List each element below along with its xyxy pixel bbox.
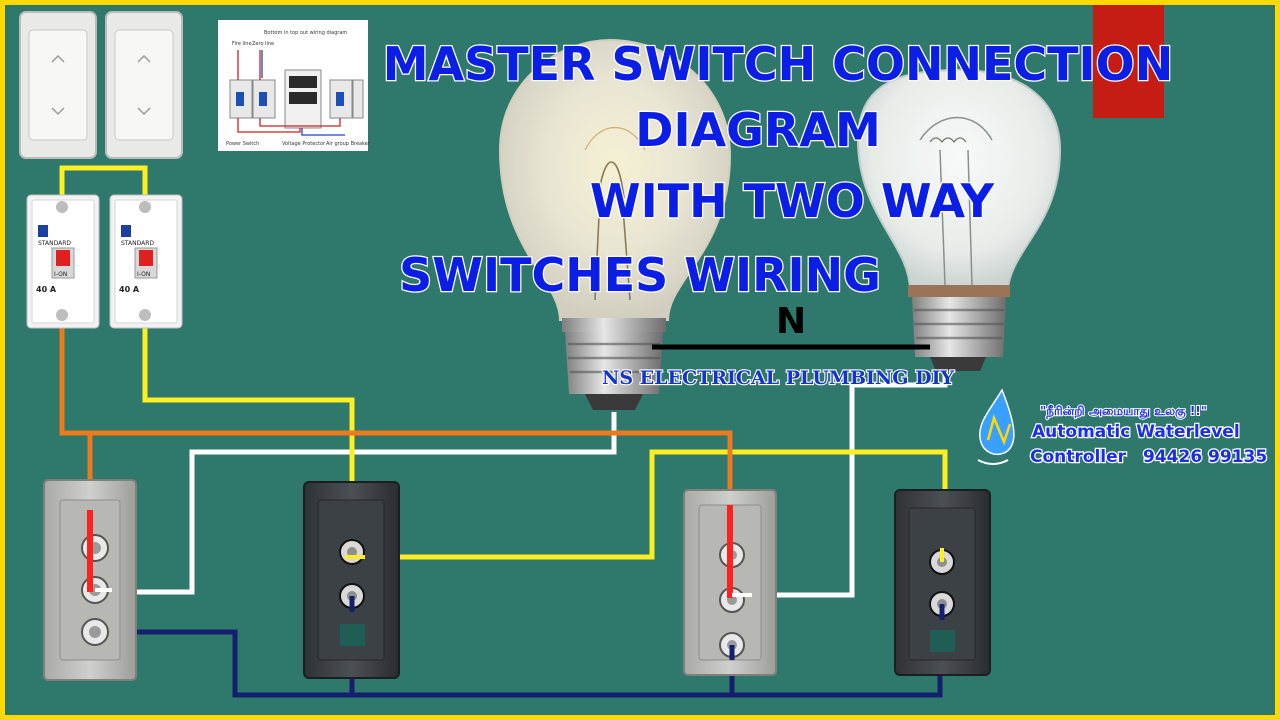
logo-phone: 94426 99135: [1143, 447, 1267, 467]
chevron-up-icon: [137, 54, 151, 63]
title-line-2: DIAGRAM: [635, 103, 880, 157]
chevron-down-icon: [137, 107, 151, 116]
red-corner-tab: [1093, 5, 1164, 118]
two-way-switch-2: [303, 481, 400, 679]
yellow-supply-wire: [142, 325, 355, 552]
breaker-2-rating: 40 A: [119, 285, 140, 294]
reference-label-fire: Fire line: [232, 41, 252, 47]
reference-label-zero: Zero line: [252, 41, 274, 47]
reference-label-protector: Voltage Protector: [282, 141, 326, 147]
chevron-down-icon: [51, 107, 65, 116]
channel-watermark: NS ELECTRICAL PLUMBING DIY: [602, 367, 955, 389]
white-lamp-return-wire: [95, 412, 617, 595]
title-line-1: MASTER SWITCH CONNECTION: [383, 37, 1174, 91]
reference-wiring-thumbnail: Bottom in top out wiring diagram Fire li…: [218, 20, 371, 151]
reference-label-power: Power Switch: [226, 141, 259, 147]
breaker-2-brand: STANDARD: [121, 240, 154, 247]
breaker-1-rating: 40 A: [36, 285, 57, 294]
breaker-1-brand: STANDARD: [38, 240, 71, 247]
breaker-2: STANDARD I-ON 40 A: [109, 194, 183, 329]
reference-label-breaker: Air group Breaker: [326, 141, 371, 147]
orange-phase-wire: [59, 325, 733, 505]
logo-tagline: "நீரின்றி அமையாது உலகு !!": [1040, 404, 1207, 419]
two-way-switch-4: [894, 489, 991, 676]
modular-switch-1: [19, 11, 97, 159]
yellow-breaker-link-wire: [59, 165, 148, 205]
breaker-2-state: I-ON: [137, 271, 150, 278]
breaker-1: STANDARD I-ON 40 A: [26, 194, 100, 329]
chevron-up-icon: [51, 54, 65, 63]
bulb-left: [498, 38, 732, 410]
reference-heading: Bottom in top out wiring diagram: [264, 30, 347, 36]
breaker-1-state: I-ON: [54, 271, 67, 278]
bulb-right: [856, 68, 1062, 371]
yellow-traveler-wire: [352, 449, 948, 560]
water-drop-logo: [977, 388, 1015, 465]
neutral-label: N: [776, 301, 806, 342]
logo-line-1: Automatic Waterlevel: [1032, 422, 1240, 442]
white-lamp2-return-wire: [735, 370, 948, 598]
logo-line-2: Controller: [1030, 447, 1127, 467]
modular-switch-2: [105, 11, 183, 159]
title-line-4: SWITCHES WIRING: [399, 248, 881, 302]
title-line-3: WITH TWO WAY: [590, 174, 995, 228]
